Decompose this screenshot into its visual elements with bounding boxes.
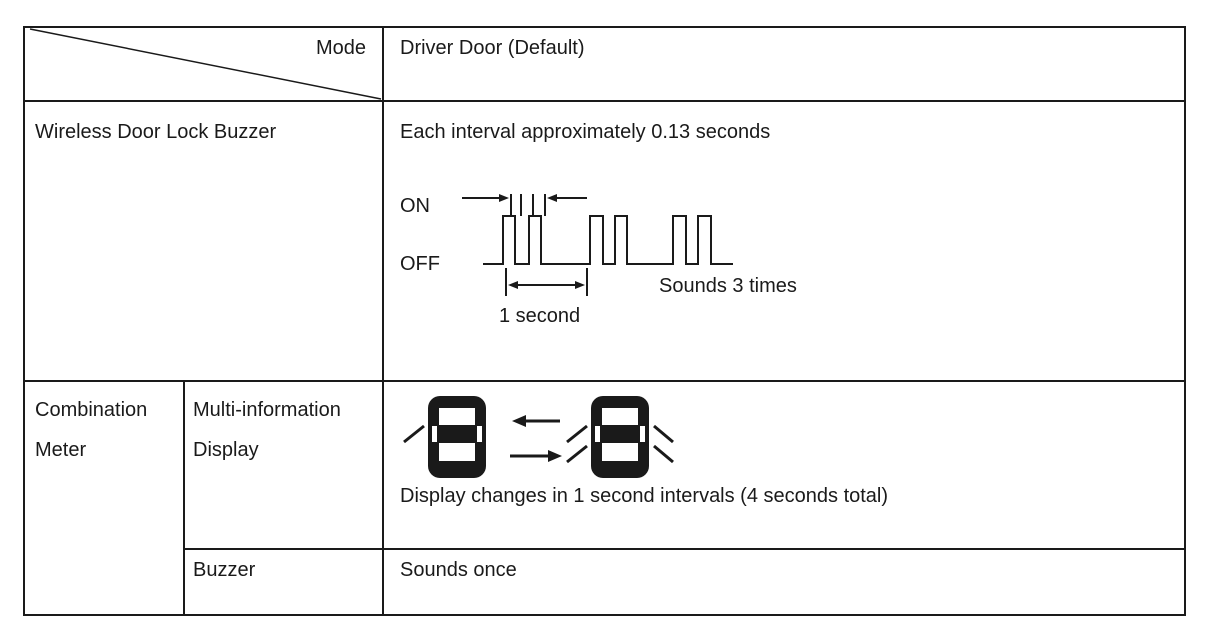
mid-label-line2: Display	[193, 439, 259, 461]
combination-meter-label-line1: Combination	[35, 399, 148, 421]
car-icon-closed	[428, 396, 486, 478]
interval-description: Each interval approximately 0.13 seconds	[400, 121, 771, 143]
sounds-count-label: Sounds 3 times	[659, 275, 797, 297]
display-change-description: Display changes in 1 second intervals (4…	[400, 485, 889, 507]
off-label: OFF	[400, 253, 440, 275]
wireless-buzzer-label: Wireless Door Lock Buzzer	[35, 121, 277, 143]
car-icon-open	[591, 396, 649, 478]
buzzer-value: Sounds once	[400, 559, 517, 581]
mode-value: Driver Door (Default)	[400, 37, 585, 59]
mid-label-line1: Multi-information	[193, 399, 341, 421]
door-open-marks	[566, 424, 674, 464]
period-label: 1 second	[499, 305, 581, 327]
pulse-waveform	[483, 215, 733, 265]
header-diagonal-line	[29, 28, 382, 100]
combination-meter-label-line2: Meter	[35, 439, 87, 461]
door-open-mark	[403, 424, 425, 444]
buzzer-label: Buzzer	[193, 559, 256, 581]
mode-header-label: Mode	[316, 37, 367, 59]
on-label: ON	[400, 195, 430, 217]
